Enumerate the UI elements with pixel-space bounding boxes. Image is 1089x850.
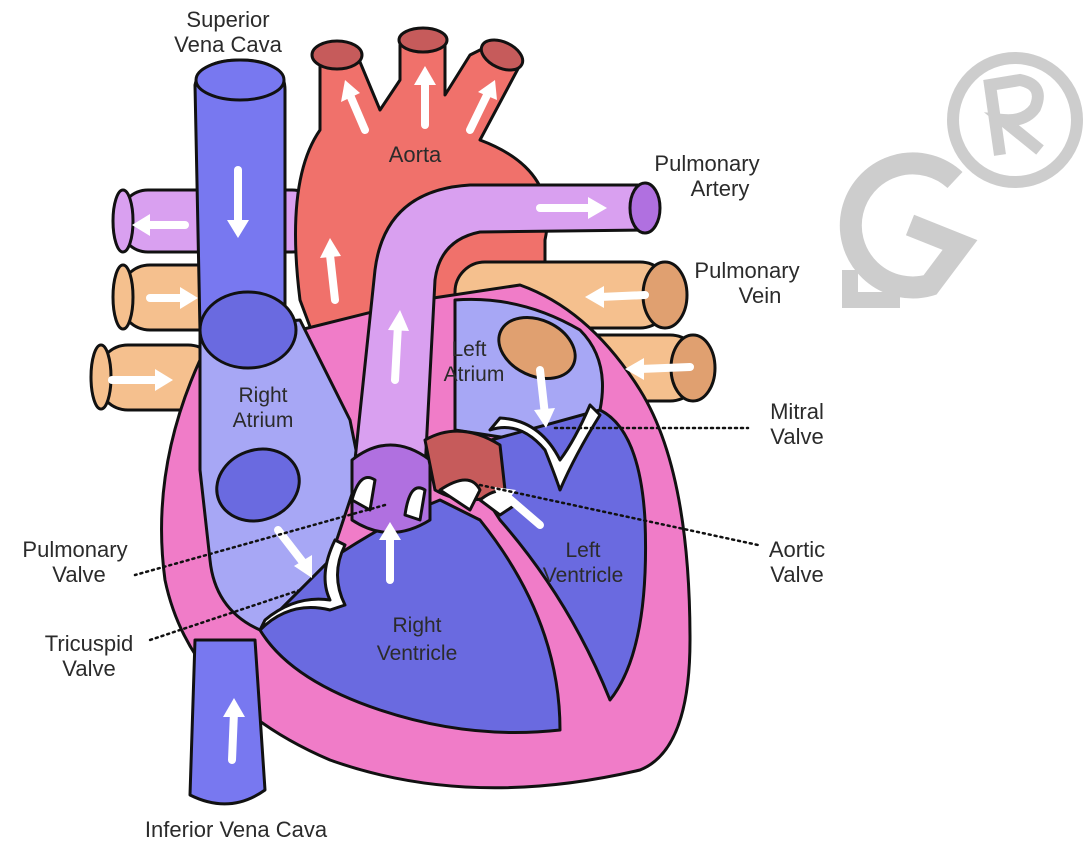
label-superior-vena-cava-1: Superior xyxy=(186,7,269,32)
label-right-atrium-2: Atrium xyxy=(233,409,294,432)
label-tricuspid-valve-2: Valve xyxy=(62,656,115,681)
label-pulmonary-vein-2: Vein xyxy=(739,283,782,308)
label-superior-vena-cava-2: Vena Cava xyxy=(174,32,282,57)
watermark xyxy=(850,58,1077,300)
label-left-atrium-1: Left xyxy=(451,338,486,361)
label-pulmonary-valve-1: Pulmonary xyxy=(22,537,127,562)
label-aortic-valve-1: Aortic xyxy=(769,537,825,562)
label-inferior-vena-cava: Inferior Vena Cava xyxy=(145,817,328,842)
label-aorta: Aorta xyxy=(389,142,442,167)
label-aortic-valve-2: Valve xyxy=(770,562,823,587)
label-right-atrium-1: Right xyxy=(238,384,287,407)
label-left-ventricle-2: Ventricle xyxy=(543,564,624,587)
label-left-ventricle-1: Left xyxy=(565,539,600,562)
label-right-ventricle-1: Right xyxy=(392,614,441,637)
label-mitral-valve-1: Mitral xyxy=(770,399,824,424)
label-pulmonary-valve-2: Valve xyxy=(52,562,105,587)
label-pulmonary-artery-2: Artery xyxy=(691,176,750,201)
label-mitral-valve-2: Valve xyxy=(770,424,823,449)
label-tricuspid-valve-1: Tricuspid xyxy=(45,631,133,656)
svc-opening xyxy=(200,292,296,368)
label-left-atrium-2: Atrium xyxy=(444,363,505,386)
label-pulmonary-artery-1: Pulmonary xyxy=(654,151,759,176)
label-pulmonary-vein-1: Pulmonary xyxy=(694,258,799,283)
label-right-ventricle-2: Ventricle xyxy=(377,642,458,665)
